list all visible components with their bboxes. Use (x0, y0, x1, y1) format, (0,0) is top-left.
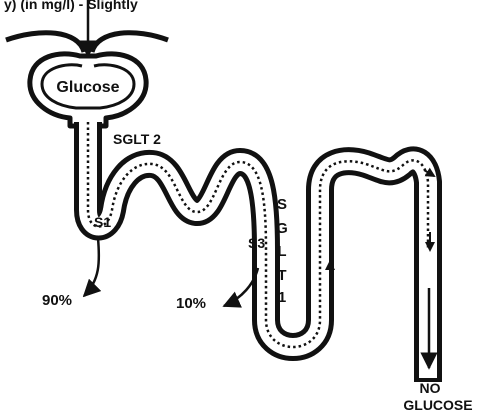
renal-tubule (88, 122, 442, 380)
glucose-label: Glucose (56, 79, 119, 96)
s3-label: S3 (248, 235, 265, 251)
no-label: NO (420, 380, 441, 396)
sglt1-letter: L (277, 243, 286, 260)
bowman-capsule-outer-right (92, 33, 168, 52)
percent-90-label: 90% (42, 292, 72, 309)
sglt1-vertical-label: S G L T 1 (276, 196, 288, 306)
bowman-capsule-outer-left (6, 33, 84, 52)
sglt1-letter: T (277, 267, 286, 284)
reabsorption-arrow-90 (84, 238, 99, 296)
no-glucose-label: GLUCOSE (403, 397, 472, 413)
sglt2-label: SGLT 2 (113, 131, 161, 147)
sglt1-letter: 1 (278, 289, 286, 306)
percent-10-label: 10% (176, 295, 206, 312)
s1-label: S1 (94, 214, 111, 230)
header-text: y) (in mg/l) - Slightly (4, 0, 138, 12)
sglt1-letter: S (277, 196, 287, 213)
sglt1-letter: G (276, 220, 288, 237)
